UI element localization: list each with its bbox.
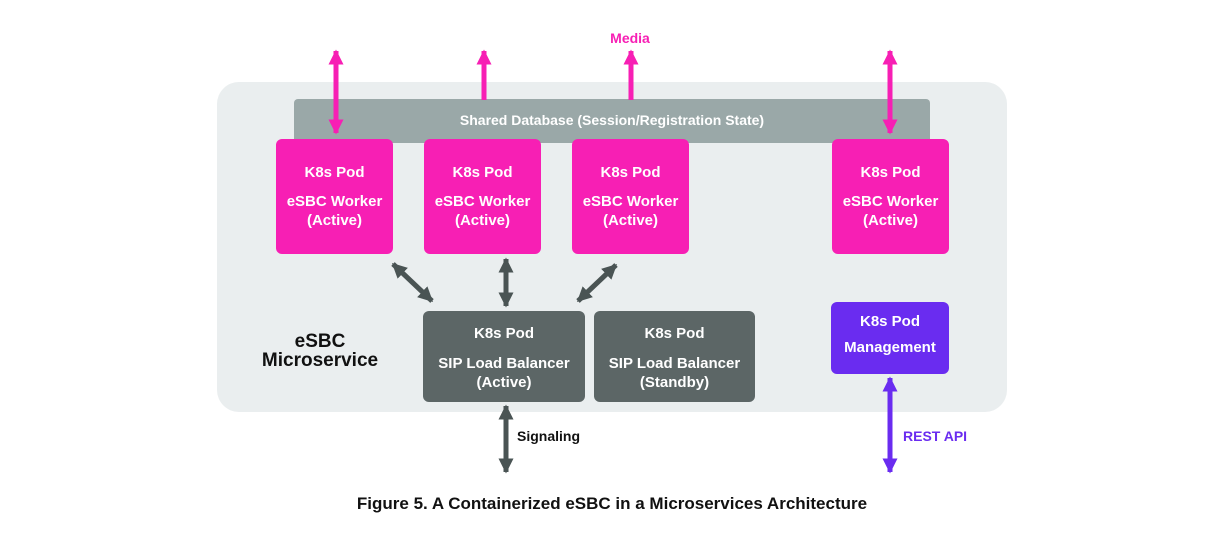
worker-pod-2-role: eSBC Worker xyxy=(434,193,531,210)
management-pod: K8s Pod Management xyxy=(831,302,949,374)
worker-pod-1-role: eSBC Worker xyxy=(286,193,383,210)
lb-pod-active-role: SIP Load Balancer xyxy=(438,355,570,372)
worker-pod-2: K8s Pod eSBC Worker (Active) xyxy=(424,139,541,254)
lb-pod-standby-state: (Standby) xyxy=(639,374,710,391)
lb-pod-standby-role: SIP Load Balancer xyxy=(608,355,741,372)
rest-api-label: REST API xyxy=(903,428,968,444)
worker-pod-3: K8s Pod eSBC Worker (Active) xyxy=(572,139,689,254)
management-pod-title: K8s Pod xyxy=(859,313,920,330)
lb-pod-active: K8s Pod SIP Load Balancer (Active) xyxy=(423,311,585,402)
lb-pod-standby: K8s Pod SIP Load Balancer (Standby) xyxy=(594,311,755,402)
microservice-label-line2: Microservice xyxy=(261,350,379,371)
shared-database-bar xyxy=(294,99,930,143)
worker-pod-3-state: (Active) xyxy=(602,212,658,229)
worker-pod-4-role: eSBC Worker xyxy=(842,193,939,210)
worker-pod-4-state: (Active) xyxy=(862,212,918,229)
worker-pod-1: K8s Pod eSBC Worker (Active) xyxy=(276,139,393,254)
media-label: Media xyxy=(610,30,650,46)
worker-pod-4: K8s Pod eSBC Worker (Active) xyxy=(832,139,949,254)
worker-pod-3-role: eSBC Worker xyxy=(582,193,679,210)
shared-database-label: Shared Database (Session/Registration St… xyxy=(459,112,765,128)
signaling-label: Signaling xyxy=(517,428,580,444)
lb-pod-standby-title: K8s Pod xyxy=(644,325,705,342)
worker-pod-1-title: K8s Pod xyxy=(304,164,365,181)
worker-pod-2-title: K8s Pod xyxy=(452,164,513,181)
microservice-label-line1: eSBC xyxy=(294,331,346,352)
worker-pod-4-title: K8s Pod xyxy=(860,164,921,181)
worker-pod-1-state: (Active) xyxy=(306,212,362,229)
lb-pod-active-state: (Active) xyxy=(476,374,532,391)
figure-caption: Figure 5. A Containerized eSBC in a Micr… xyxy=(356,494,868,513)
management-pod-role: Management xyxy=(844,339,936,356)
worker-pod-2-state: (Active) xyxy=(454,212,510,229)
lb-pod-active-title: K8s Pod xyxy=(473,325,534,342)
worker-pod-3-title: K8s Pod xyxy=(600,164,661,181)
